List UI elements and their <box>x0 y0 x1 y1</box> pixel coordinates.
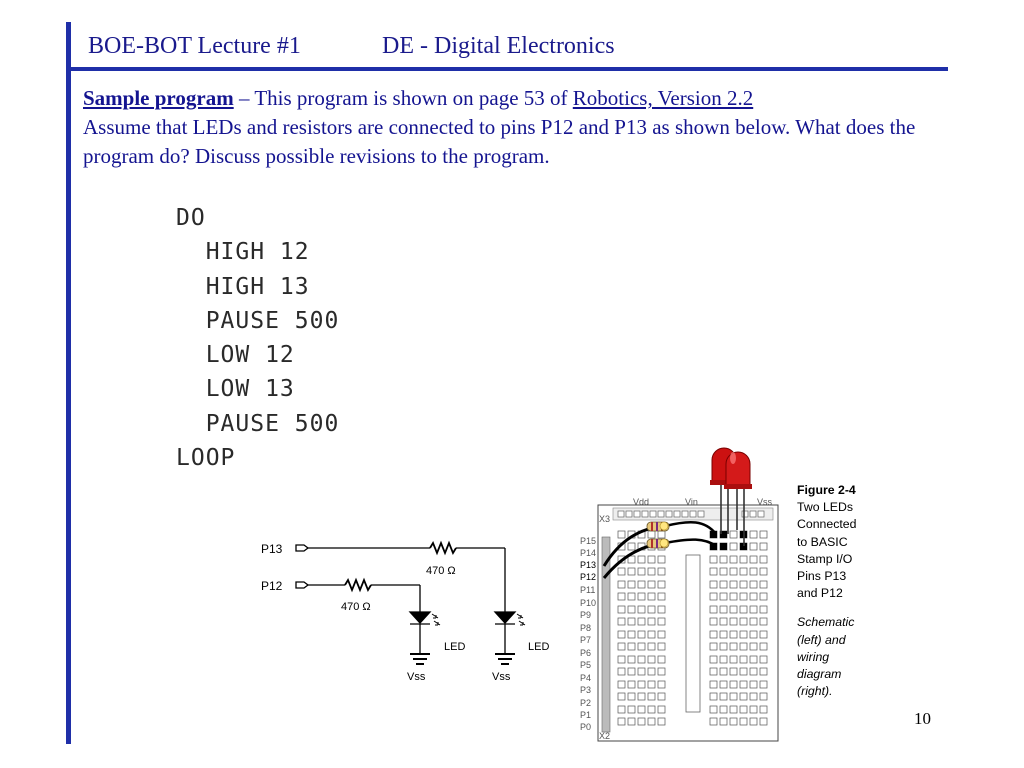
led-right-symbol <box>493 611 517 624</box>
led-right-label: LED <box>528 641 549 653</box>
vdd-label: Vdd <box>633 497 649 507</box>
pin-label: P11 <box>580 585 595 595</box>
red-leds <box>710 447 752 546</box>
pin-label: P4 <box>580 673 591 683</box>
pin-label: P12 <box>580 572 596 582</box>
code-line: PAUSE 500 <box>176 307 340 334</box>
res-top-label: 470 Ω <box>426 565 456 577</box>
pin-label: P7 <box>580 635 591 645</box>
left-accent-bar <box>66 22 71 744</box>
figure-description: Two LEDs Connected to BASIC Stamp I/O Pi… <box>797 500 857 601</box>
circuit-figure: P13 P12 470 Ω 470 Ω LED LED Vss Vss <box>261 447 779 742</box>
code-line: PAUSE 500 <box>176 410 340 437</box>
vin-label: Vin <box>685 497 698 507</box>
pin-label: P0 <box>580 722 591 732</box>
intro-line2: Assume that LEDs and resistors are conne… <box>83 115 916 168</box>
resistor-bottom <box>344 577 372 593</box>
socket-grid-left <box>617 530 666 726</box>
res-bottom-label: 470 Ω <box>341 601 371 613</box>
p13-label: P13 <box>261 542 283 556</box>
pin-p13-terminal <box>295 544 310 552</box>
pin-label: P2 <box>580 698 591 708</box>
code-line: HIGH 13 <box>176 273 310 300</box>
led-left-label: LED <box>444 641 465 653</box>
figure-caption: Figure 2-4 Two LEDs Connected to BASIC S… <box>797 482 887 700</box>
pin-label: P13 <box>580 560 596 570</box>
pin-label: P6 <box>580 648 591 658</box>
vss-left-label: Vss <box>407 671 426 683</box>
slide-number: 10 <box>914 709 931 728</box>
book-reference: Robotics, Version 2.2 <box>572 86 754 110</box>
intro-line1: – This program is shown on page 53 of <box>233 86 573 110</box>
header-rule <box>66 67 948 71</box>
pin-label: P14 <box>580 548 596 558</box>
pin-label: P5 <box>580 660 591 670</box>
code-line: HIGH 12 <box>176 239 310 266</box>
led-left-symbol <box>408 611 432 624</box>
code-line: LOOP <box>176 445 236 472</box>
vss-header-label: Vss <box>757 497 773 507</box>
pin-p12-terminal <box>295 581 310 589</box>
p12-label: P12 <box>261 579 283 593</box>
code-line: LOW 13 <box>176 376 295 403</box>
x2-label: X2 <box>599 731 610 741</box>
pin-label: P1 <box>580 710 591 720</box>
sample-program-label: Sample program <box>83 86 234 110</box>
pin-labels: P15 P14 P13 P12 P11 P10 P9 P8 P7 P6 P5 P… <box>580 536 596 732</box>
pin-label: P3 <box>580 685 591 695</box>
figure-title: Figure 2-4 <box>797 483 856 497</box>
pin-label: P10 <box>580 598 596 608</box>
pin-label: P8 <box>580 623 591 633</box>
figure-note: Schematic (left) and wiring diagram (rig… <box>797 615 855 699</box>
breadboard <box>597 447 779 742</box>
course-title: DE - Digital Electronics <box>382 33 615 59</box>
code-line: DO <box>176 205 206 231</box>
pin-label: P9 <box>580 610 591 620</box>
schematic <box>295 540 526 665</box>
pin-label: P15 <box>580 536 596 546</box>
code-listing: DO HIGH 12 HIGH 13 PAUSE 500 LOW 12 LOW … <box>176 201 339 475</box>
code-line: LOW 12 <box>176 342 295 369</box>
x3-label: X3 <box>599 514 610 524</box>
resistor-top <box>429 540 457 556</box>
vss-right-label: Vss <box>492 671 511 683</box>
intro-text: Sample program – This program is shown o… <box>83 84 923 171</box>
lecture-title: BOE-BOT Lecture #1 <box>88 33 301 59</box>
